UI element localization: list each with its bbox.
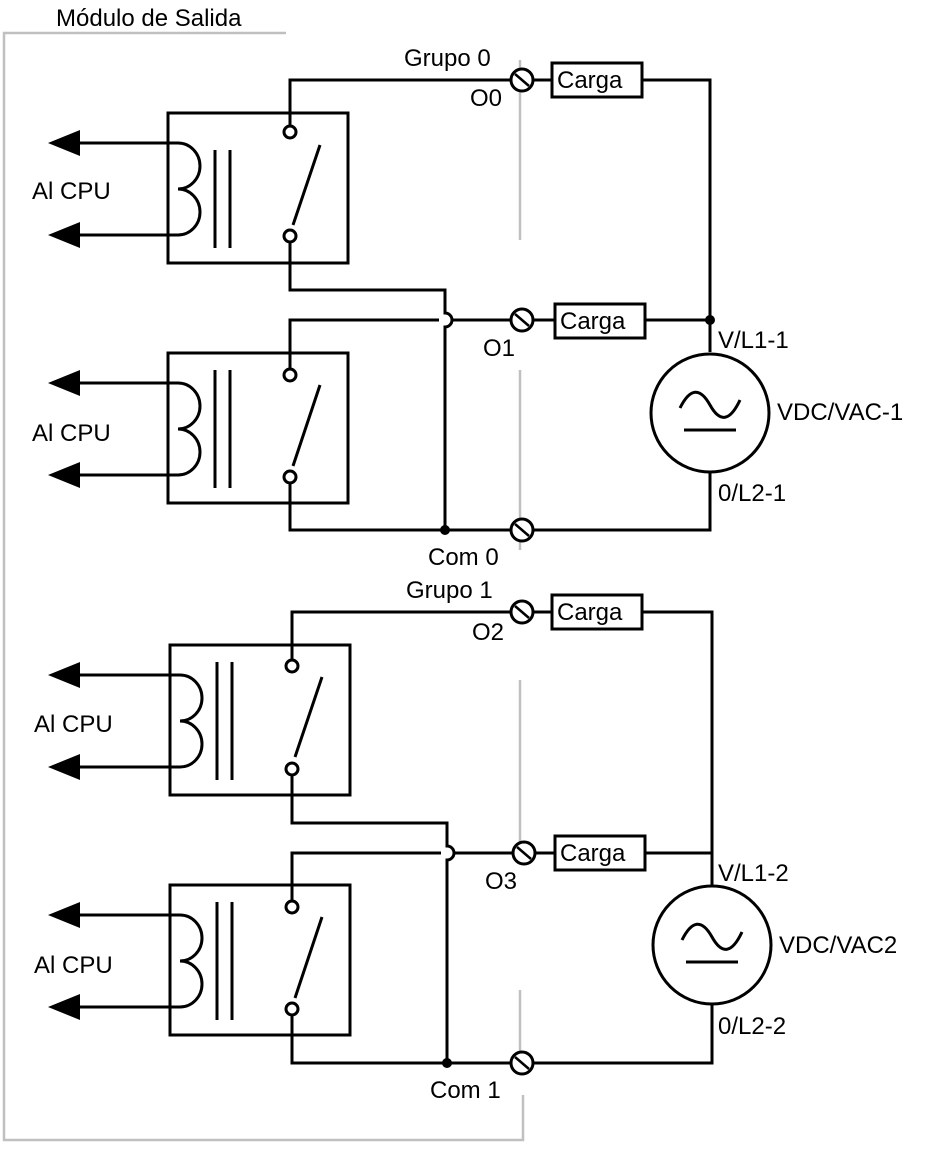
relay-0-box	[166, 111, 350, 265]
relay-3-box	[168, 883, 352, 1037]
supply-1-bottom-label: 0/L2-2	[718, 1013, 786, 1040]
relay-0-coil	[60, 141, 202, 237]
relay-1-contact	[291, 384, 322, 467]
output-o3-label: O3	[485, 868, 517, 895]
relay-0-contact	[291, 144, 322, 226]
supply-0-wiring	[533, 78, 712, 532]
supply-1-wiring	[533, 610, 714, 1065]
group-1-common-node	[442, 1058, 452, 1068]
supply-0-top-label: V/L1-1	[718, 327, 789, 354]
output-o2-label: O2	[472, 619, 504, 646]
group-1: Grupo 1 Al CPU Al CPU	[34, 577, 897, 1104]
supply-1-circle	[651, 884, 773, 1006]
relay-0-terminal-top	[282, 124, 298, 140]
relay-2: Al CPU	[34, 643, 352, 797]
relay-1: Al CPU	[32, 351, 350, 505]
relay-3-contact	[293, 916, 324, 999]
load-3-label: Carga	[560, 840, 626, 867]
relay-0: Al CPU	[32, 111, 350, 265]
relay-2-box	[168, 643, 352, 797]
group-0-label: Grupo 0	[404, 45, 491, 72]
relay-0-arrow-bottom-icon	[48, 222, 80, 248]
relay-1-cpu-label: Al CPU	[32, 420, 111, 447]
relay-2-terminal-top	[284, 658, 300, 674]
supply-0-ac-icon	[678, 390, 742, 419]
group-0: Grupo 0 Al CPU Al CPU	[32, 45, 903, 571]
output-o0-label: O0	[470, 85, 502, 112]
group-1-label: Grupo 1	[406, 577, 493, 604]
relay-1-arrow-top-icon	[48, 370, 80, 396]
terminal-o0	[509, 67, 535, 93]
relay-3-arrow-bottom-icon	[48, 994, 80, 1020]
load-0-box	[550, 61, 644, 99]
load-0-label: Carga	[557, 67, 623, 94]
terminal-com0	[509, 517, 535, 543]
module-title: Módulo de Salida	[56, 5, 242, 32]
relay-0-arrow-top-icon	[48, 130, 80, 156]
supply-1-ac-icon	[680, 922, 744, 951]
terminal-o3	[511, 840, 537, 866]
relay-1-terminal-top	[282, 367, 298, 383]
relay-1-terminal-bottom	[282, 469, 298, 485]
relay-3: Al CPU	[34, 883, 352, 1037]
relay-3-cpu-label: Al CPU	[34, 952, 113, 979]
supply-0-circle	[649, 352, 771, 474]
relay-2-arrow-bottom-icon	[48, 754, 80, 780]
relay-3-arrow-top-icon	[48, 902, 80, 928]
supply-1-name: VDC/VAC2	[779, 932, 897, 959]
group-1-wiring	[290, 610, 514, 1065]
supply-0-node	[705, 315, 715, 325]
group-1-common-label: Com 1	[430, 1077, 501, 1104]
load-1-label: Carga	[560, 308, 626, 335]
relay-2-arrow-top-icon	[48, 662, 80, 688]
terminal-o1	[509, 307, 535, 333]
relay-0-cpu-label: Al CPU	[32, 178, 111, 205]
output-o1-label: O1	[483, 335, 515, 362]
relay-2-cpu-label: Al CPU	[34, 711, 113, 738]
supply-0-bottom-label: 0/L2-1	[718, 480, 786, 507]
supply-0-name: VDC/VAC-1	[777, 399, 903, 426]
relay-1-box	[166, 351, 350, 505]
relay-0-terminal-bottom	[282, 228, 298, 244]
relay-2-contact	[293, 676, 324, 758]
relay-3-terminal-bottom	[284, 1001, 300, 1017]
group-0-common-label: Com 0	[428, 544, 499, 571]
relay-1-coil	[60, 381, 202, 477]
load-2-label: Carga	[557, 599, 623, 626]
group-0-wiring	[288, 78, 514, 532]
group-0-common-node	[440, 525, 450, 535]
relay-2-terminal-bottom	[284, 761, 300, 777]
relay-1-arrow-bottom-icon	[48, 462, 80, 488]
load-2-box	[550, 593, 644, 631]
module-outline	[2, 31, 525, 1142]
relay-2-coil	[60, 673, 204, 769]
supply-1-top-label: V/L1-2	[718, 860, 789, 887]
relay-3-terminal-top	[284, 899, 300, 915]
terminal-o2	[509, 599, 535, 625]
load-1-box	[553, 302, 647, 340]
relay-3-coil	[60, 913, 204, 1009]
terminal-com1	[509, 1050, 535, 1076]
